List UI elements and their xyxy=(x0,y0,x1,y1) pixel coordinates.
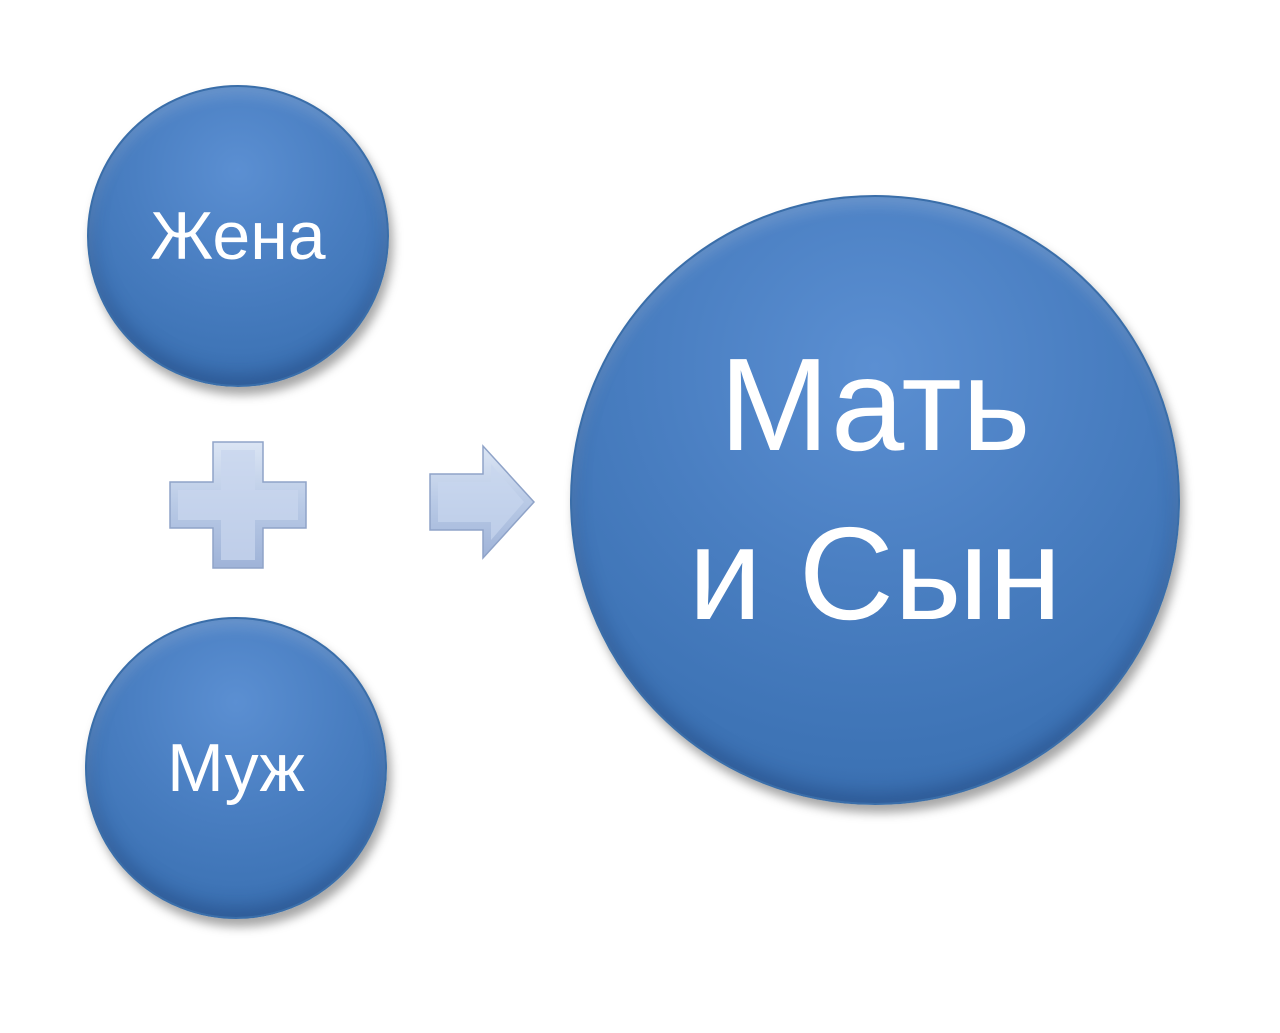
husband-label: Муж xyxy=(167,730,305,806)
result-label-line2: и Сын xyxy=(688,500,1062,647)
husband-circle: Муж xyxy=(85,617,387,919)
arrow-right-icon xyxy=(429,444,536,560)
plus-icon xyxy=(169,441,307,569)
result-label: Мать и Сын xyxy=(688,321,1062,679)
result-label-line1: Мать xyxy=(719,331,1031,479)
result-circle: Мать и Сын xyxy=(570,195,1180,805)
wife-circle: Жена xyxy=(87,85,389,387)
wife-label: Жена xyxy=(150,198,326,274)
